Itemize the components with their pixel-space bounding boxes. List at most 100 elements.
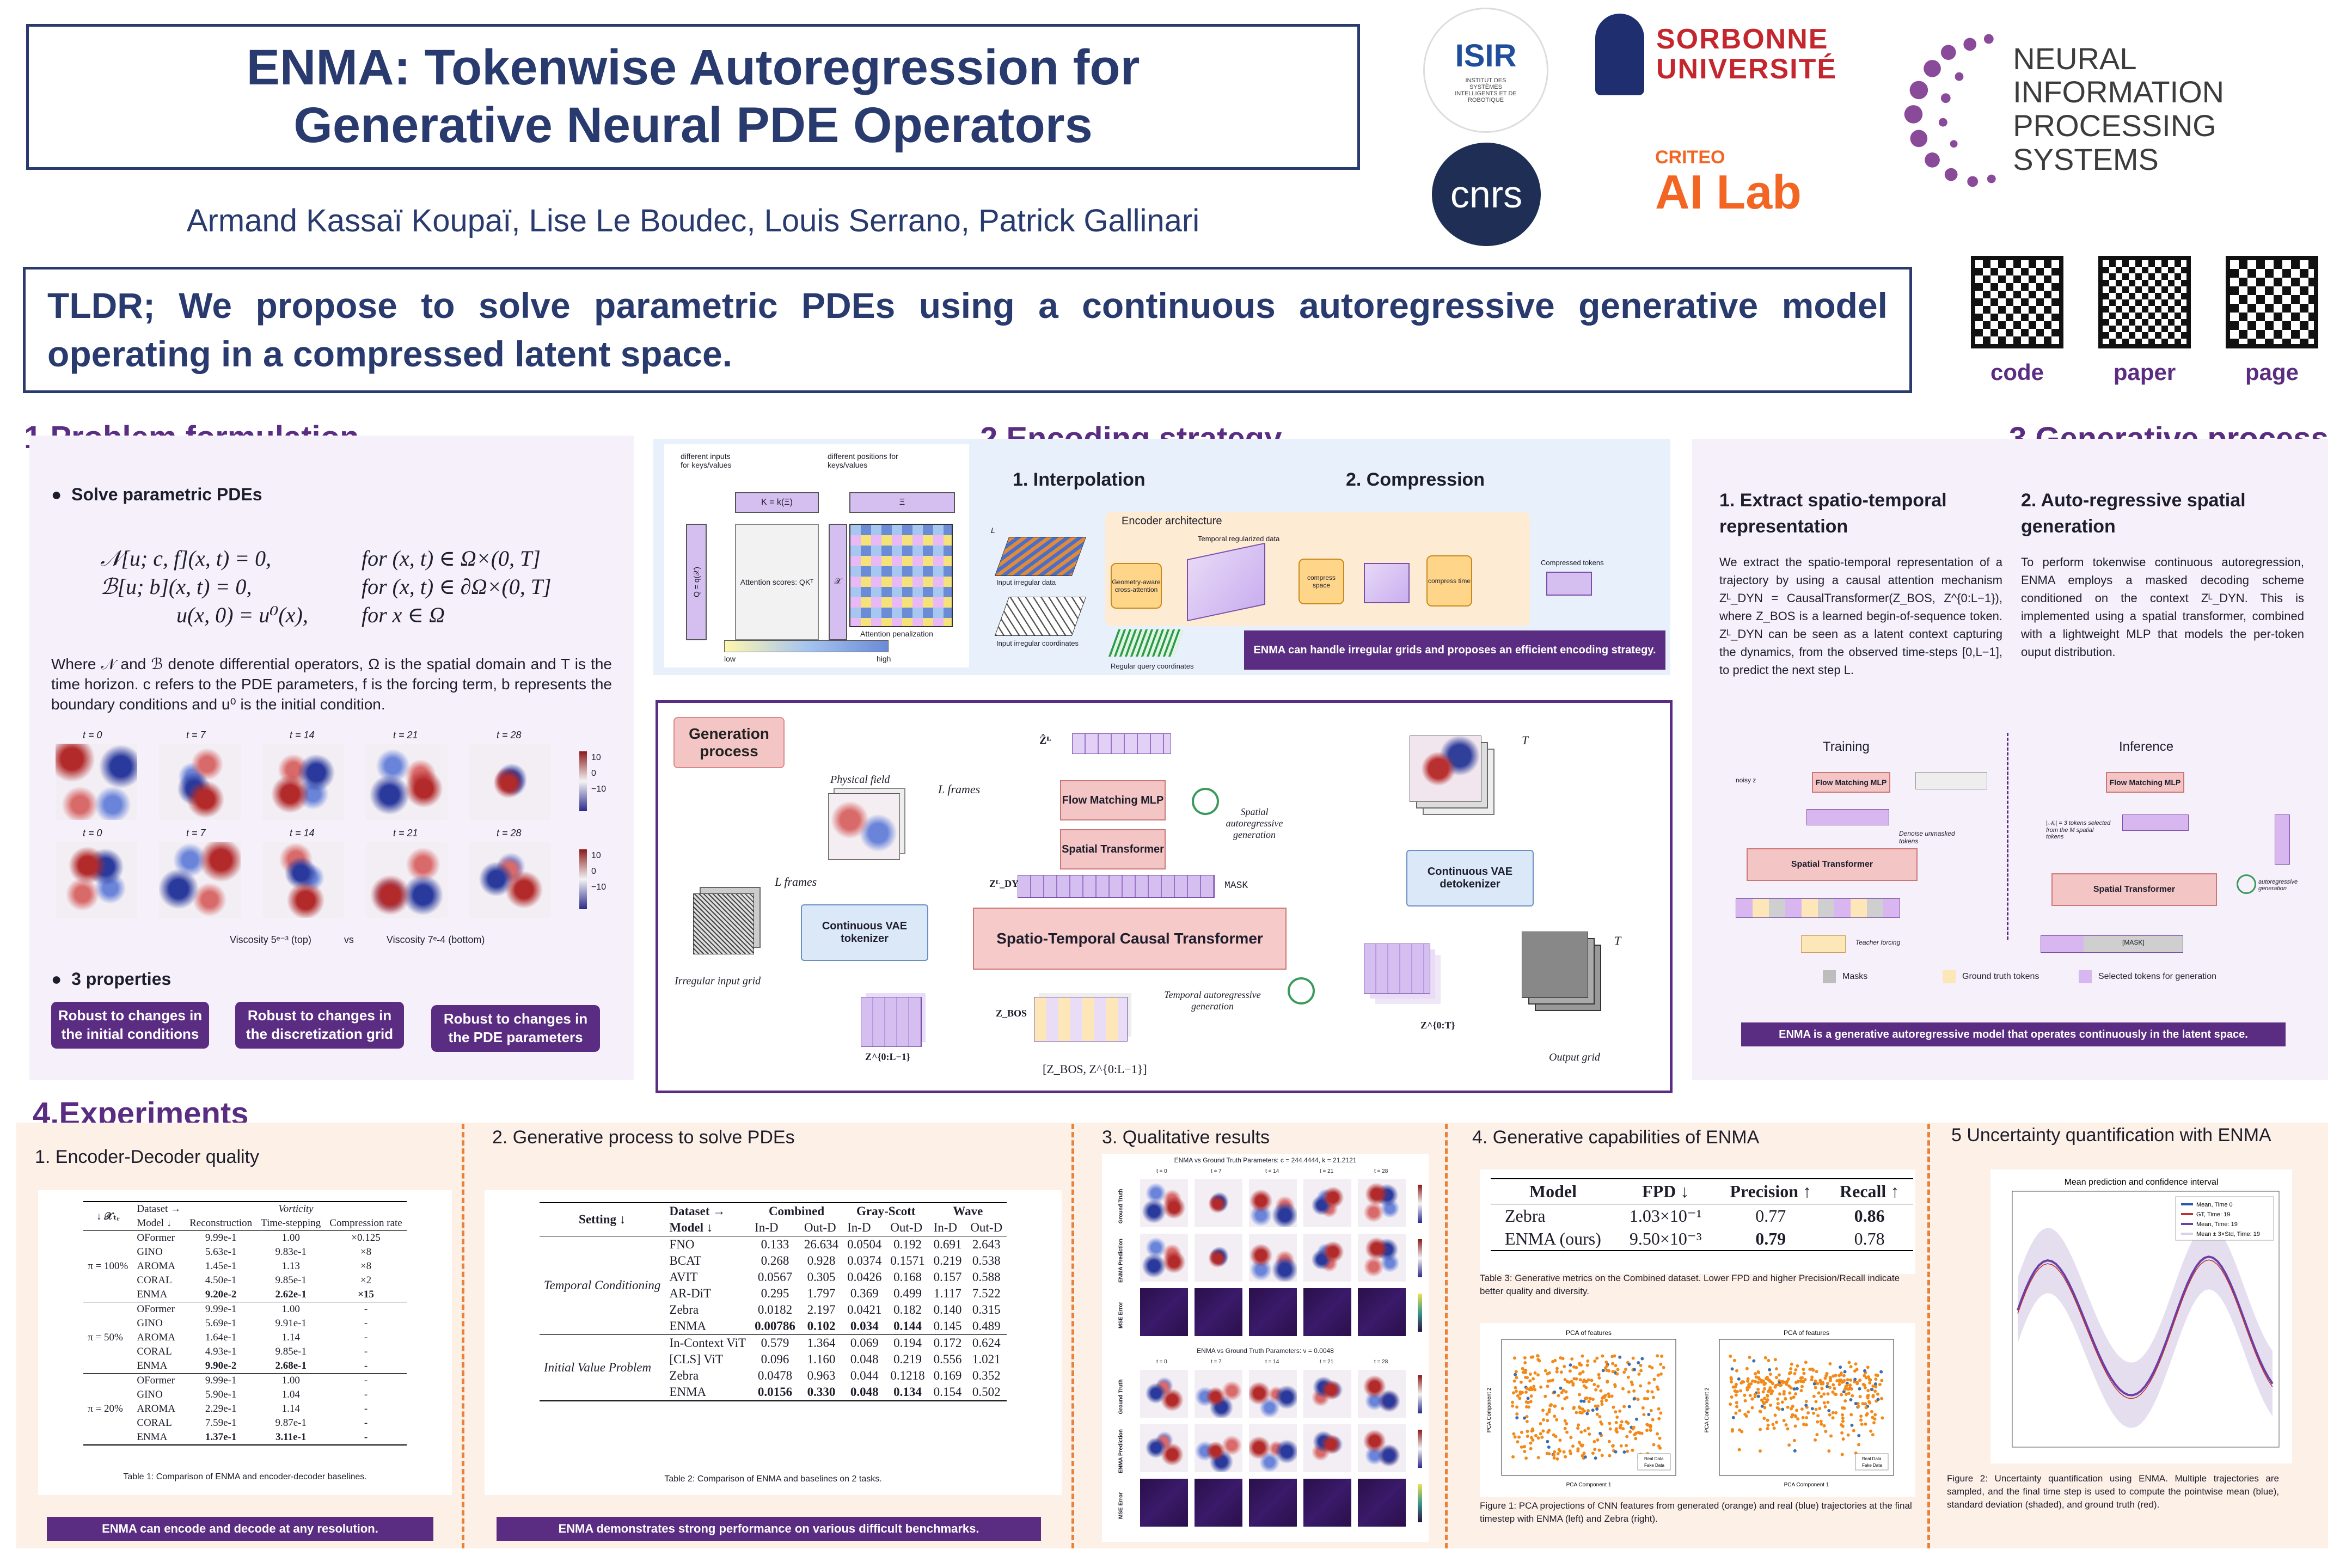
generation-badge: Generation process <box>673 717 785 768</box>
pca-point <box>1547 1429 1551 1432</box>
pca-point <box>1833 1392 1837 1396</box>
pca-point <box>1523 1449 1527 1453</box>
compress-space-box: compress space <box>1298 559 1344 604</box>
pca-point <box>1835 1379 1839 1383</box>
pca-point <box>1525 1420 1529 1424</box>
pca-point <box>1614 1410 1618 1414</box>
pca-point <box>1626 1449 1630 1453</box>
compressed-tokens-box <box>1546 572 1592 596</box>
compress-time-label: compress time <box>1428 577 1471 585</box>
pca-point <box>1577 1441 1581 1444</box>
table-cell: 1.117 <box>933 1287 961 1300</box>
pca-point <box>1790 1407 1793 1411</box>
pca-point <box>1631 1356 1635 1360</box>
table-cell: - <box>364 1318 368 1329</box>
pca-point <box>1820 1386 1824 1390</box>
pca-point <box>1534 1434 1538 1437</box>
dataset-header: Gray-Scott <box>856 1204 916 1218</box>
pca-point <box>1572 1406 1576 1410</box>
pca-point <box>1800 1385 1804 1388</box>
spatial-ar-label: Spatial autoregressive generation <box>1226 806 1283 840</box>
qual-row-label: ENMA Prediction <box>1118 1429 1124 1473</box>
table-cell: 0.963 <box>807 1369 836 1382</box>
pca-point <box>1649 1408 1653 1412</box>
inf-bottom-tokens <box>2041 935 2183 953</box>
pca-point <box>1766 1377 1769 1381</box>
pca-point <box>1516 1394 1520 1398</box>
ailab-text: AI Lab <box>1655 165 1802 219</box>
pca-point <box>1571 1382 1575 1386</box>
legend-selected-swatch <box>2079 970 2092 983</box>
pca-point <box>1796 1417 1800 1421</box>
pca-point <box>1811 1368 1815 1372</box>
pca-point <box>1552 1453 1556 1457</box>
qual-time-label: t = 28 <box>1374 1359 1388 1365</box>
pca-point <box>1565 1422 1569 1426</box>
pca-point <box>1639 1363 1643 1367</box>
mse-heatmap <box>1358 1288 1406 1336</box>
pca-point <box>1854 1362 1858 1366</box>
encoder-architecture: Encoder architecture Input irregular dat… <box>980 499 1661 673</box>
pca-point <box>1610 1394 1614 1398</box>
high-label: high <box>877 654 891 663</box>
group-label: Temporal Conditioning <box>543 1278 661 1292</box>
pca-point <box>1763 1356 1767 1359</box>
col-header: Precision ↑ <box>1730 1181 1812 1201</box>
pca-point <box>1817 1391 1821 1395</box>
pca-point <box>1515 1405 1519 1409</box>
pca-point <box>1776 1402 1780 1406</box>
pca-point <box>1632 1397 1636 1401</box>
pca-point <box>1631 1383 1634 1387</box>
pca-point <box>1814 1400 1818 1404</box>
input-irregular-stack <box>994 537 1087 576</box>
pca-point <box>1760 1404 1764 1408</box>
table-cell: 4.93e-1 <box>205 1346 237 1357</box>
temporal-loop-icon <box>1288 977 1315 1004</box>
pca-point <box>1642 1413 1646 1417</box>
pca-point <box>1576 1426 1580 1430</box>
pca-point <box>1796 1364 1799 1368</box>
table-cell: 0.048 <box>850 1385 879 1399</box>
pca-point <box>1845 1392 1848 1396</box>
mse-heatmap <box>1195 1479 1242 1527</box>
qr-code-code[interactable] <box>1971 256 2063 348</box>
pca-point <box>1791 1413 1794 1417</box>
pca-point <box>1552 1456 1556 1460</box>
pca-point <box>1633 1433 1637 1437</box>
pca-point <box>1846 1378 1849 1382</box>
pca-point <box>1786 1427 1790 1431</box>
pca-point <box>1596 1404 1600 1408</box>
field-heatmap <box>1140 1424 1188 1472</box>
table-cell: 0.86 <box>1854 1205 1885 1226</box>
pca-point <box>1652 1443 1656 1447</box>
isir-subtitle: INSTITUT DES SYSTÈMES INTELLIGENTS ET DE… <box>1455 77 1517 103</box>
qr-code-page[interactable] <box>2226 256 2318 348</box>
pca-point <box>1757 1391 1761 1395</box>
caption-vs: vs <box>344 934 354 945</box>
pca-point <box>1799 1376 1803 1380</box>
pca-point <box>1563 1364 1566 1368</box>
pca-point <box>1839 1365 1842 1369</box>
pca-point <box>1628 1430 1632 1434</box>
pca-point <box>1591 1398 1595 1401</box>
mse-heatmap <box>1358 1479 1406 1527</box>
pca-point <box>1753 1372 1757 1376</box>
pca-point <box>1657 1417 1661 1420</box>
pca-point <box>1626 1375 1630 1379</box>
pca-point <box>1592 1383 1596 1387</box>
field-heatmap <box>1140 1234 1188 1282</box>
pca-point <box>1774 1376 1778 1380</box>
pca-ylabel: PCA Component 2 <box>1704 1387 1710 1432</box>
pca-point <box>1606 1380 1609 1384</box>
pca-point <box>1548 1404 1552 1407</box>
pca-point <box>1588 1396 1592 1400</box>
table-cell: 9.83e-1 <box>275 1246 307 1258</box>
pca-point <box>1869 1429 1873 1433</box>
pca-point <box>1739 1389 1743 1393</box>
qr-code-paper[interactable] <box>2098 256 2191 348</box>
table3-caption: Table 3: Generative metrics on the Combi… <box>1480 1273 1900 1296</box>
